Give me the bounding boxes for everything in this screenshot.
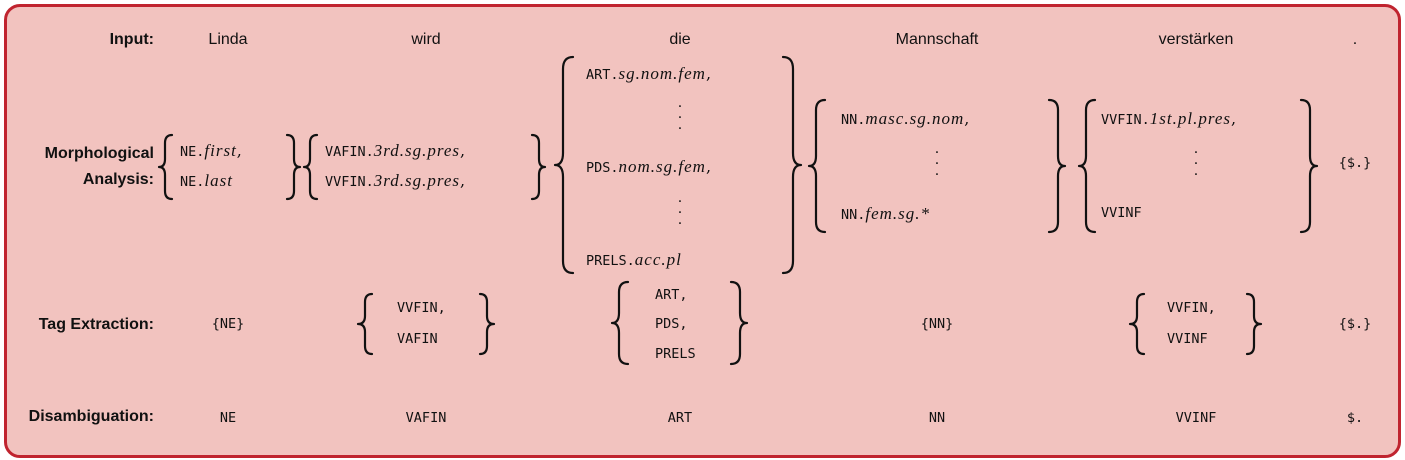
right-brace [729,280,749,366]
row-label-morphological: Morphological [44,145,154,162]
right-brace [781,55,803,275]
row-label-disambiguation: Disambiguation: [28,408,154,425]
left-brace [302,133,319,201]
input-word: wird [411,31,441,48]
left-brace [356,292,374,356]
morph-entry: PRELS.acc.pl [586,250,682,269]
input-word: Linda [208,31,248,48]
tag-set: {$.} [1338,316,1372,332]
right-brace [1245,292,1263,356]
morph-entry: VVFIN.1st.pl.pres, [1101,109,1237,128]
tag-item: VAFIN [397,331,438,347]
right-brace [1299,98,1319,234]
input-word: Mannschaft [895,31,979,48]
input-word: . [1352,31,1358,48]
tag-set: {NE} [211,316,245,332]
morph-entry: NN.masc.sg.nom, [841,109,970,128]
morph-entry: ART.sg.nom.fem, [586,64,712,83]
tag-item: VVFIN, [397,300,446,316]
row-label-tag-extraction: Tag Extraction: [38,316,154,333]
morph-entry: NE.first, [180,141,242,160]
tag-item: VVFIN, [1167,300,1216,316]
vertical-ellipsis: ... [1193,141,1199,179]
pipeline-diagram-frame [4,4,1401,458]
row-label-analysis: Analysis: [82,171,154,188]
disambiguated-tag: NE [219,410,237,426]
tag-item: ART, [655,287,688,303]
left-brace [553,55,575,275]
input-word: verstärken [1158,31,1234,48]
tag-item: PRELS [655,346,696,362]
tag-set: {NN} [920,316,954,332]
morph-entry: NN.fem.sg.* [841,204,931,223]
input-word: die [669,31,691,48]
tag-item: VVINF [1167,331,1208,347]
row-label-input: Input: [109,31,154,48]
disambiguated-tag: VVINF [1175,410,1217,426]
tag-item: PDS, [655,316,688,332]
vertical-ellipsis: ... [677,190,683,228]
vertical-ellipsis: ... [934,141,940,179]
morph-entry: VVFIN.3rd.sg.pres, [325,171,466,190]
morph-entry: PDS.nom.sg.fem, [586,157,712,176]
right-brace [1047,98,1067,234]
left-brace [1077,98,1097,234]
vertical-ellipsis: ... [677,95,683,133]
right-brace [478,292,496,356]
morph-entry: VVINF [1101,205,1142,221]
disambiguated-tag: NN [928,410,946,426]
left-brace [157,133,174,201]
morph-entry-punct: {$.} [1338,155,1372,171]
left-brace [1128,292,1146,356]
disambiguated-tag: $. [1346,410,1364,426]
morph-entry: NE.last [180,171,233,190]
disambiguated-tag: ART [667,410,693,426]
right-brace [530,133,547,201]
left-brace [807,98,827,234]
left-brace [610,280,630,366]
morph-entry: VAFIN.3rd.sg.pres, [325,141,466,160]
disambiguated-tag: VAFIN [405,410,447,426]
right-brace [285,133,302,201]
